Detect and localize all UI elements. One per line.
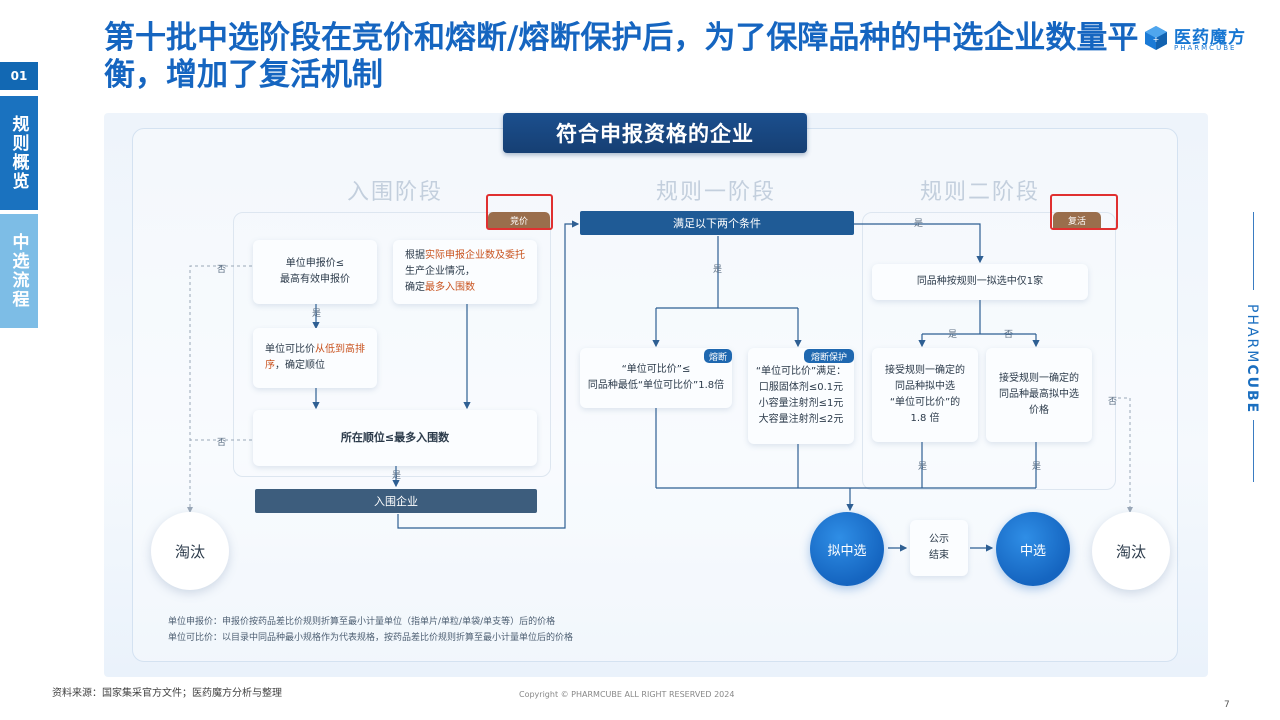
tag-bidding: 竞价 [488,212,550,228]
label-no-rank: 否 [217,438,227,448]
label-yes-rank: 是 [392,471,402,481]
card-accept-1-8x: 接受规则一确定的 同品种拟中选 “单位可比价”的 1.8 倍 [872,348,978,442]
stage-title-rule-two: 规则二阶段 [920,180,1041,205]
cube-logo-icon: + [1145,26,1167,50]
bar-shortlisted-companies: 入围企业 [255,489,537,513]
tag-meltdown-protect: 熔断保护 [804,349,854,363]
outcome-eliminate-left: 淘汰 [151,512,229,590]
text-prefix: 单位可比价 [265,344,315,355]
stage-title-shortlist: 入围阶段 [347,180,444,205]
stage-box-rule-two [862,212,1116,490]
highlight-revival-marker [1050,194,1118,230]
note-unit-comparable-price: 单位可比价：以目录中同品种最小规格作为代表规格，按药品差比价规则折算至最小计量单… [168,633,574,643]
text-middle: 生产企业情况， 确定 [405,266,475,293]
page-number: 7 [1224,700,1230,710]
bar-two-conditions: 满足以下两个条件 [580,211,854,235]
label-no-eliminate: 否 [1108,397,1118,407]
card-max-shortlist-count: 根据实际申报企业数及委托 生产企业情况， 确定最多入围数 [393,240,537,304]
card-accept-highest-price: 接受规则一确定的 同品种最高拟中选 价格 [986,348,1092,442]
text-suffix: ，确定顺位 [275,360,325,371]
note-unit-bid-price: 单位申报价：申报价按药品差比价规则折算至最小计量单位（指单片/单粒/单袋/单支等… [168,617,556,627]
label-yes-revival: 是 [914,219,924,229]
label-yes-right: 是 [1032,462,1042,472]
side-brand-prefix: PHARM [1244,304,1260,365]
outcome-proposed: 拟中选 [810,512,884,586]
text-highlight-2: 最多入围数 [425,282,475,293]
label-no-accept: 否 [1004,330,1014,340]
card-sort-comparable-price: 单位可比价从低到高排 序，确定顺位 [253,328,377,388]
source-note: 资料来源：国家集采官方文件；医药魔方分析与整理 [52,688,282,699]
page-title: 第十批中选阶段在竞价和熔断/熔断保护后，为了保障品种的中选企业数量平衡，增加了复… [104,20,1139,93]
side-brand: PHARMCUBE [1244,304,1260,414]
label-yes-conditions: 是 [713,265,723,275]
svg-text:+: + [1153,35,1160,44]
outcome-selected: 中选 [996,512,1070,586]
label-yes-price: 是 [312,309,322,319]
highlight-bidding-marker [486,194,553,230]
card-rank-within-limit: 所在顺位≤最多入围数 [253,410,537,466]
pharmcube-logo: + 医药魔方 PHARMCUBE [1142,22,1252,56]
outcome-eliminate-right: 淘汰 [1092,512,1170,590]
diagram-banner: 符合申报资格的企业 [503,113,807,153]
definition-notes: 单位申报价：申报价按药品差比价规则折算至最小计量单位（指单片/单粒/单袋/单支等… [168,614,573,646]
stage-title-rule-one: 规则一阶段 [656,180,777,205]
nav-item-selection-process[interactable]: 中选流程 [0,214,38,328]
text-highlight: 从低到高排 序 [265,344,365,371]
outcome-publicity-end: 公示 结束 [910,520,968,576]
text-highlight: 实际申报企业数及委托 [425,250,525,261]
card-single-proposed: 同品种按规则一拟选中仅1家 [872,264,1088,300]
side-divider-bottom [1253,420,1254,482]
label-yes-left: 是 [918,462,928,472]
text-prefix: 根据 [405,250,425,261]
copyright: Copyright © PHARMCUBE ALL RIGHT RESERVED… [519,690,735,699]
side-brand-suffix: CUBE [1244,364,1260,415]
nav-item-rules-overview[interactable]: 规则概览 [0,96,38,210]
side-divider-top [1253,212,1254,290]
card-max-valid-price: 单位申报价≤ 最高有效申报价 [253,240,377,304]
tag-meltdown: 熔断 [704,349,732,363]
label-no-price: 否 [217,265,227,275]
logo-en-text: PHARMCUBE [1174,44,1237,52]
tag-revival: 复活 [1053,212,1101,228]
section-number: 01 [0,62,38,90]
label-yes-accept: 是 [948,330,958,340]
card-meltdown-protect-rule: “单位可比价”满足： 口服固体剂≤0.1元 小容量注射剂≤1元 大容量注射剂≤2… [748,348,854,444]
logo-cn-text: 医药魔方 [1174,28,1246,48]
